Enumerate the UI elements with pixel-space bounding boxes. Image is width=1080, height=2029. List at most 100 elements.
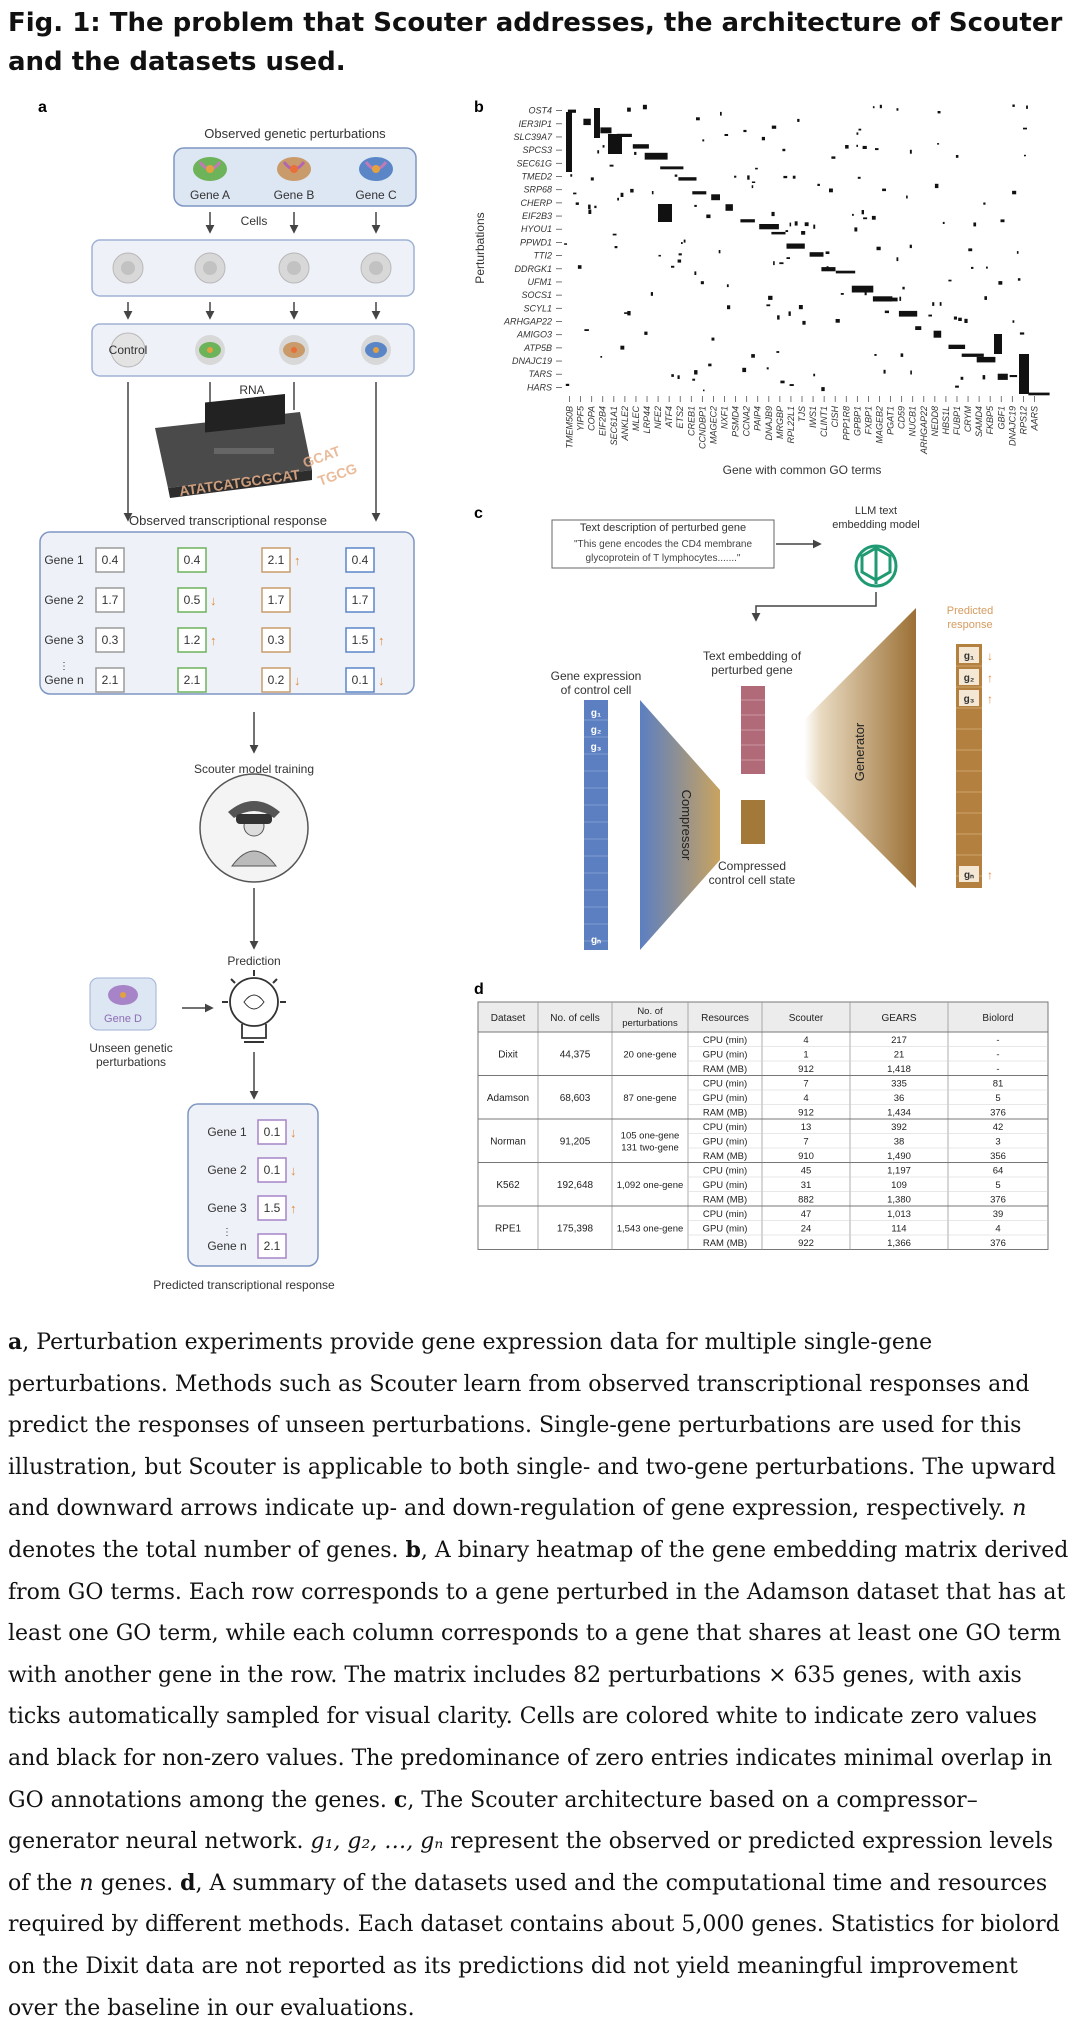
heatmap-nonzero-cell bbox=[937, 111, 941, 114]
heatmap-nonzero-cell bbox=[650, 292, 653, 296]
observed-cell bbox=[345, 627, 375, 653]
heatmap-nonzero-cell bbox=[910, 370, 912, 375]
heatmap-nonzero-cell bbox=[590, 177, 594, 181]
heatmap-nonzero-cell bbox=[955, 385, 959, 388]
heatmap-row-label: UFM1 bbox=[528, 277, 553, 287]
heatmap-nonzero-cell bbox=[798, 305, 803, 310]
heatmap-col-label: MRGBP bbox=[775, 406, 785, 439]
observed-cell bbox=[177, 667, 207, 693]
heatmap-nonzero-cell bbox=[896, 257, 899, 262]
heatmap-nonzero-cell bbox=[677, 375, 680, 379]
heatmap-nonzero-cell bbox=[617, 197, 619, 201]
heatmap-col-label: SEC61A1 bbox=[609, 406, 619, 446]
heatmap-nonzero-cell bbox=[614, 246, 618, 249]
heatmap-nonzero-cell bbox=[681, 242, 683, 244]
heatmap-nonzero-cell bbox=[932, 302, 935, 306]
text-description-title: Text description of perturbed gene bbox=[580, 522, 746, 534]
gene-b-label: Gene B bbox=[274, 188, 315, 202]
heatmap-nonzero-cell bbox=[883, 369, 886, 374]
caption-d-text: , A summary of the datasets used and the… bbox=[8, 1870, 1060, 2021]
predicted-label-1: Predicted bbox=[947, 605, 993, 617]
heatmap-nonzero-cell bbox=[771, 231, 786, 235]
heatmap-nonzero-cell bbox=[785, 230, 789, 232]
heatmap-nonzero-cell bbox=[570, 174, 573, 177]
heatmap-nonzero-cell bbox=[879, 104, 882, 109]
table-cells: 192,648 bbox=[557, 1180, 594, 1191]
heatmap-nonzero-cell bbox=[594, 205, 597, 209]
observed-cell-value: 2.1 bbox=[268, 553, 285, 567]
table-gears-value: 1,418 bbox=[887, 1064, 911, 1075]
control-expression-vector bbox=[584, 700, 608, 950]
heatmap-nonzero-cell bbox=[813, 373, 816, 377]
observed-arrow: ↓ bbox=[210, 593, 217, 608]
table-dataset: Norman bbox=[490, 1136, 526, 1147]
heatmap-col-label: MLEC bbox=[631, 406, 641, 432]
observed-cell bbox=[95, 667, 125, 693]
pred-gn: gₙ bbox=[964, 870, 974, 881]
heatmap-nonzero-cell bbox=[584, 329, 589, 331]
heatmap-nonzero-cell bbox=[734, 175, 737, 178]
pred-g1: g₁ bbox=[964, 651, 974, 662]
heatmap-nonzero-cell bbox=[620, 192, 624, 197]
heatmap-row-label: HARS bbox=[527, 382, 552, 392]
heatmap-nonzero-cell bbox=[780, 380, 785, 384]
heatmap-nonzero-cell bbox=[1016, 251, 1019, 254]
heatmap-x-title: Gene with common GO terms bbox=[723, 463, 882, 477]
table-scouter-value: 910 bbox=[798, 1151, 814, 1162]
heatmap-nonzero-cell bbox=[863, 217, 868, 220]
heatmap-col-label: RPL22L1 bbox=[786, 406, 796, 444]
table-header-bg bbox=[477, 1001, 1049, 1033]
heatmap-cells bbox=[564, 104, 1050, 396]
heatmap-row-label: AMIGO3 bbox=[516, 330, 552, 340]
heatmap-col-label: GPBP1 bbox=[852, 406, 862, 436]
compressor-block bbox=[640, 700, 720, 950]
table-resource: CPU (min) bbox=[703, 1078, 747, 1089]
observed-cell-value: 0.4 bbox=[102, 553, 119, 567]
heatmap-nonzero-cell bbox=[789, 384, 794, 386]
heatmap-row-label: CHERP bbox=[520, 198, 552, 208]
predicted-row-label: Gene n bbox=[207, 1239, 246, 1253]
heatmap-col-label: MAGEB2 bbox=[874, 406, 884, 444]
heatmap-nonzero-cell bbox=[573, 192, 577, 195]
heatmap-nonzero-cell bbox=[624, 312, 629, 314]
predicted-label-2: response bbox=[947, 619, 992, 631]
gene-expr-label-1: Gene expression bbox=[551, 669, 642, 683]
observed-response-title: Observed transcriptional response bbox=[129, 513, 327, 528]
heatmap-nonzero-cell bbox=[971, 266, 974, 269]
heatmap-nonzero-cell bbox=[588, 204, 591, 209]
heatmap-nonzero-cell bbox=[692, 191, 707, 195]
table-scouter-value: 24 bbox=[801, 1223, 812, 1234]
observed-response-box bbox=[39, 531, 415, 695]
heatmap-nonzero-cell bbox=[627, 107, 631, 112]
observed-cell bbox=[261, 667, 291, 693]
table-perturbations: 131 two-gene bbox=[621, 1142, 679, 1153]
observed-perturbations-title: Observed genetic perturbations bbox=[204, 126, 386, 141]
prediction-label: Prediction bbox=[227, 954, 280, 968]
heatmap-col-label: CISH bbox=[830, 406, 840, 428]
heatmap-nonzero-cell bbox=[862, 145, 867, 149]
table-header: perturbations bbox=[622, 1018, 678, 1029]
observed-cell-value: 0.4 bbox=[184, 553, 201, 567]
observed-cell bbox=[261, 627, 291, 653]
table-perturbations: 105 one-gene bbox=[621, 1130, 680, 1141]
heatmap-nonzero-cell bbox=[600, 356, 603, 358]
heatmap-row-label: TARS bbox=[529, 369, 552, 379]
heatmap-nonzero-cell bbox=[1028, 392, 1050, 396]
heatmap-nonzero-cell bbox=[858, 128, 862, 131]
heatmap-row-labels: OST4IER3IP1SLC39A7SPCS3SEC61GTMED2SRP68C… bbox=[503, 106, 562, 392]
heatmap-nonzero-cell bbox=[751, 185, 754, 189]
heatmap-col-label: HBS1L bbox=[941, 406, 951, 435]
table-scouter-value: 4 bbox=[803, 1093, 808, 1104]
heatmap-col-label: AARS bbox=[1029, 406, 1039, 432]
table-resource: CPU (min) bbox=[703, 1122, 747, 1133]
heatmap-nonzero-cell bbox=[771, 125, 777, 129]
heatmap-nonzero-cell bbox=[609, 164, 614, 167]
heatmap-nonzero-cell bbox=[1012, 190, 1017, 195]
heatmap-nonzero-cell bbox=[1012, 320, 1015, 323]
heatmap-nonzero-cell bbox=[683, 239, 686, 243]
heatmap-nonzero-cell bbox=[620, 345, 625, 350]
table-perturbations: 1,092 one-gene bbox=[617, 1180, 684, 1191]
heatmap-col-label: IWS1 bbox=[808, 406, 818, 428]
heatmap-nonzero-cell bbox=[708, 363, 712, 367]
observed-cell bbox=[95, 587, 125, 613]
